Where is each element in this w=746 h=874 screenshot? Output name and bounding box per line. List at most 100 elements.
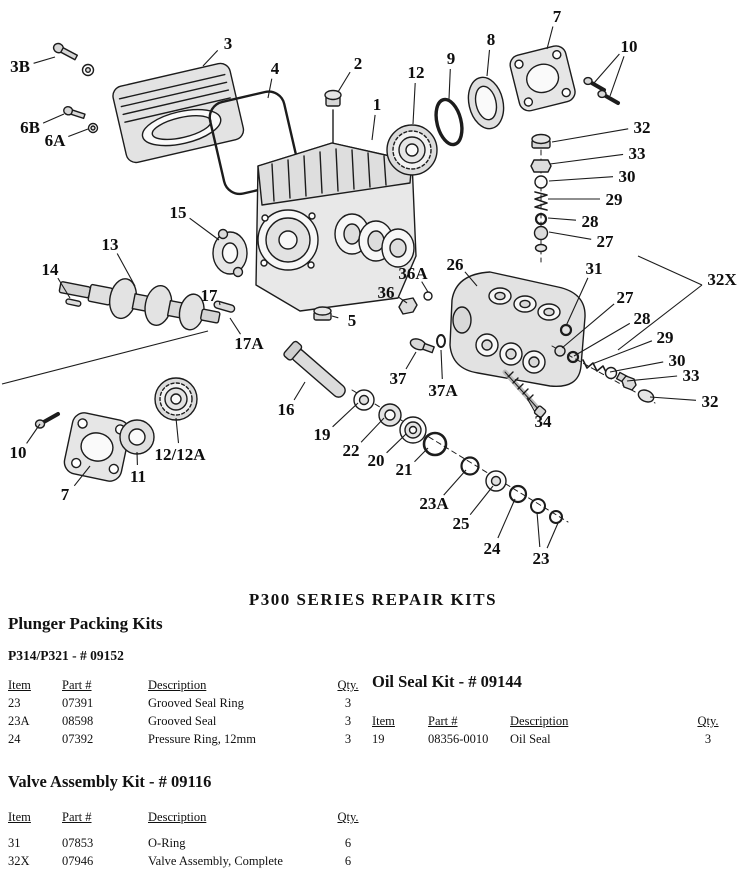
column-header: Qty. xyxy=(337,810,359,824)
callout-13: 13 xyxy=(102,235,119,254)
table-cell: 32X xyxy=(8,854,30,868)
bolt-3b-drawing xyxy=(52,42,79,61)
leader-line xyxy=(546,522,559,549)
callout-14: 14 xyxy=(42,260,60,279)
leader-line xyxy=(626,375,678,382)
callout-16: 16 xyxy=(278,400,295,419)
oil-cap-drawing xyxy=(324,89,342,147)
leader-line xyxy=(421,281,429,293)
table-cell: Grooved Seal Ring xyxy=(148,696,244,710)
callout-10: 10 xyxy=(10,443,27,462)
callout-6b: 6B xyxy=(20,118,40,137)
callout-1: 1 xyxy=(373,95,382,114)
bolt-6b-drawing xyxy=(63,106,86,120)
leader-line xyxy=(360,417,385,443)
callout-32: 32 xyxy=(702,392,719,411)
bearing-12a-drawing xyxy=(154,377,198,421)
leader-line xyxy=(386,433,407,454)
bolts-10-top-drawing xyxy=(583,76,620,105)
valve-cover-drawing xyxy=(112,62,245,164)
crankcase-drawing xyxy=(255,142,417,312)
repair-kits-section: P300 SERIES REPAIR KITS Plunger Packing … xyxy=(0,586,746,874)
callout-27: 27 xyxy=(597,232,615,251)
callout-32: 32 xyxy=(634,118,651,137)
callout-29: 29 xyxy=(606,190,623,209)
callout-34: 34 xyxy=(535,412,553,431)
leader-line xyxy=(229,317,241,335)
leader-line xyxy=(202,50,219,67)
drawing xyxy=(34,42,656,524)
table-cell: 08356-0010 xyxy=(428,732,489,746)
table-cell: 07392 xyxy=(62,732,94,746)
callout-5: 5 xyxy=(348,311,357,330)
callout-22: 22 xyxy=(343,441,360,460)
bracket-line xyxy=(637,255,703,286)
callout-37a: 37A xyxy=(428,381,458,400)
oil-seal-8-drawing xyxy=(467,76,505,130)
table-cell: Pressure Ring, 12mm xyxy=(148,732,256,746)
leader-line xyxy=(486,49,491,77)
leader-line xyxy=(548,231,592,240)
callout-33: 33 xyxy=(683,366,700,385)
column-header: Qty. xyxy=(697,714,719,728)
valve-assembly-kit-heading: Valve Assembly Kit - # 09116 xyxy=(8,772,212,791)
leader-line xyxy=(546,26,554,50)
bearing-12-drawing xyxy=(386,124,438,176)
callout-25: 25 xyxy=(453,514,470,533)
callout-1212a: 12/12A xyxy=(155,445,207,464)
column-header: Description xyxy=(148,678,207,692)
callout-17a: 17A xyxy=(234,334,264,353)
leader-line xyxy=(68,128,89,138)
table-cell: 31 xyxy=(8,836,21,850)
leader-line xyxy=(267,78,273,99)
callout-11: 11 xyxy=(130,467,146,486)
plug-37-drawing xyxy=(409,338,435,354)
leader-line xyxy=(565,277,589,327)
oil-seal-kit-heading: Oil Seal Kit - # 09144 xyxy=(372,672,522,691)
callout-24: 24 xyxy=(484,539,502,558)
callout-15: 15 xyxy=(170,203,187,222)
leader-line xyxy=(116,253,136,287)
bracket-line xyxy=(1,330,209,385)
table-cell: 23 xyxy=(8,696,21,710)
callout-17: 17 xyxy=(201,286,219,305)
callout-30: 30 xyxy=(669,351,686,370)
callout-9: 9 xyxy=(447,49,456,68)
leader-line xyxy=(412,82,416,125)
plug-36-drawing xyxy=(398,291,433,315)
callout-26: 26 xyxy=(447,255,464,274)
leader-line xyxy=(337,71,351,93)
callout-37: 37 xyxy=(390,369,408,388)
leader-line xyxy=(293,381,306,401)
column-header: Item xyxy=(372,714,395,728)
leader-line xyxy=(331,315,339,319)
leader-line xyxy=(573,322,631,357)
drain-cap-drawing xyxy=(313,306,332,321)
callout-19: 19 xyxy=(314,425,331,444)
column-header: Part # xyxy=(62,810,92,824)
column-header: Part # xyxy=(62,678,92,692)
callout-32x: 32X xyxy=(707,270,737,289)
leader-line xyxy=(526,397,536,413)
leader-line xyxy=(414,447,429,463)
leader-line xyxy=(398,296,408,304)
callout-23a: 23A xyxy=(419,494,449,513)
plunger-kit-part-number: P314/P321 - # 09152 xyxy=(8,648,124,663)
page-title: P300 SERIES REPAIR KITS xyxy=(248,590,498,609)
leader-line xyxy=(591,340,653,365)
table-cell: Valve Assembly, Complete xyxy=(148,854,283,868)
column-header: Part # xyxy=(428,714,458,728)
column-header: Qty. xyxy=(337,678,359,692)
leader-line xyxy=(649,396,697,401)
table-cell: 6 xyxy=(344,854,352,868)
leader-line xyxy=(497,498,516,539)
bearing-cover-7-bottom-drawing xyxy=(63,412,131,482)
leader-line xyxy=(26,423,41,444)
seal-chain-drawing xyxy=(351,389,569,524)
